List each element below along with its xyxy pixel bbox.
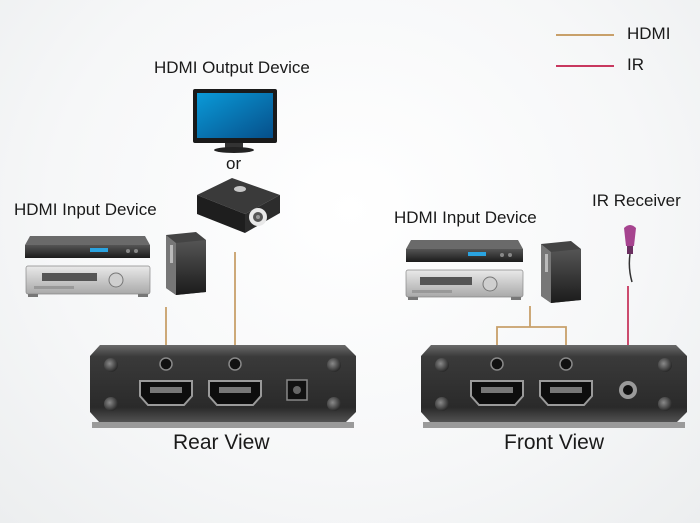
label-or: or [226, 154, 242, 173]
label-ir-receiver: IR Receiver [592, 191, 681, 210]
legend-hdmi-label: HDMI [627, 24, 671, 43]
label-front-view: Front View [504, 431, 604, 454]
projector-icon [197, 178, 280, 233]
av-receiver-icon [405, 269, 524, 300]
hdmi-cable [496, 306, 567, 350]
dvd-player-icon [25, 236, 150, 258]
legend-ir-label: IR [627, 55, 644, 74]
front-view-device [421, 345, 687, 428]
pc-tower-icon [166, 232, 206, 295]
dvd-player-icon [406, 240, 523, 262]
pc-tower-icon [541, 241, 581, 303]
monitor-icon [193, 89, 277, 153]
label-hdmi-input-device-right: HDMI Input Device [394, 208, 537, 227]
av-receiver-icon [25, 265, 151, 297]
rear-view-device [90, 345, 356, 428]
label-hdmi-input-device-left: HDMI Input Device [14, 200, 157, 219]
ir-receiver-icon [624, 225, 636, 283]
label-hdmi-output-device: HDMI Output Device [154, 58, 310, 77]
label-rear-view: Rear View [173, 431, 270, 454]
